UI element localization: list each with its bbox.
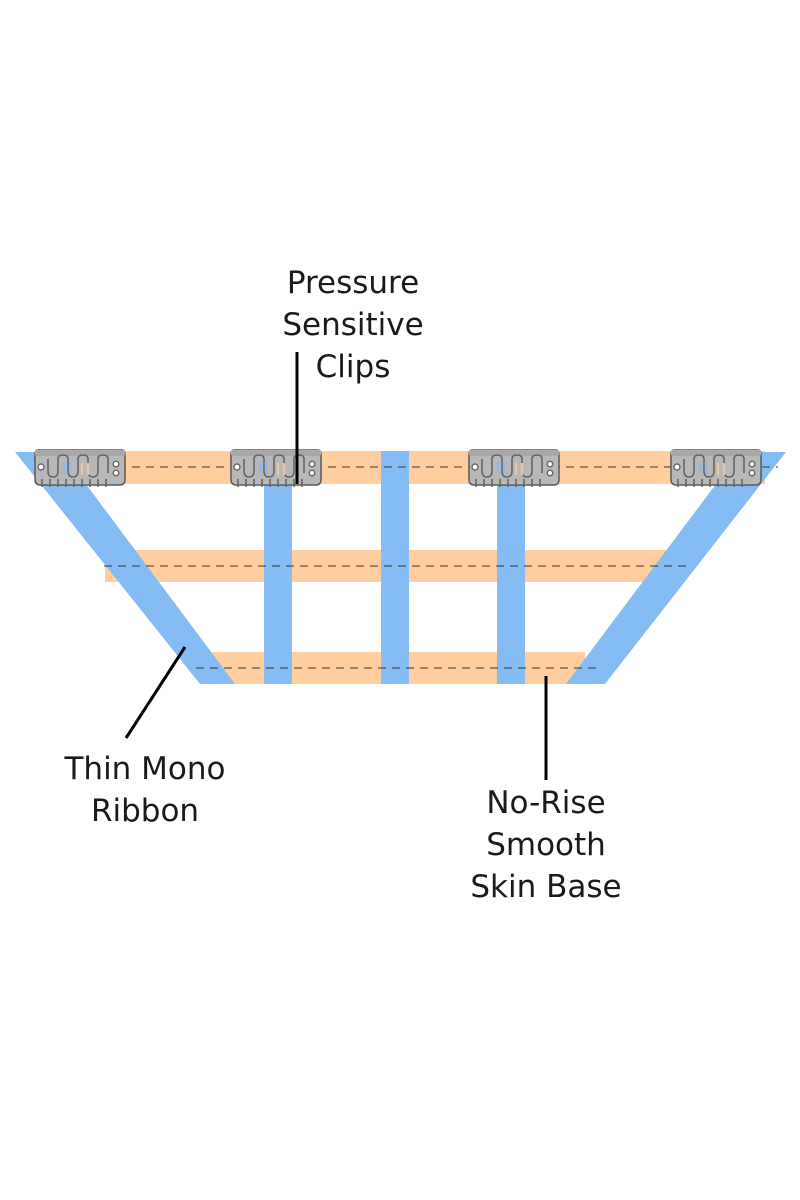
snap-clip-icon xyxy=(229,448,323,489)
ribbon-bar-2 xyxy=(381,451,409,684)
snap-clip-icon xyxy=(467,448,561,489)
ribbon-bar-3 xyxy=(497,485,525,684)
stitch-lines xyxy=(48,466,778,669)
label-base-line-2: Smooth xyxy=(486,827,606,863)
label-clips-line-2: Sensitive xyxy=(282,307,423,343)
label-base-line-1: No-Rise xyxy=(486,785,605,821)
label-ribbon-line-1: Thin Mono xyxy=(63,751,225,787)
label-base-line-3: Skin Base xyxy=(470,869,621,905)
snap-clip-icon xyxy=(669,448,763,489)
callout-clips: Pressure Sensitive Clips xyxy=(282,265,423,385)
snap-clip-icon xyxy=(33,448,127,489)
ribbon-left-edge xyxy=(15,452,235,684)
ribbon-right-edge xyxy=(566,452,786,684)
label-clips-line-1: Pressure xyxy=(287,265,419,301)
label-ribbon-line-2: Ribbon xyxy=(91,793,199,829)
label-clips-line-3: Clips xyxy=(316,349,391,385)
callout-ribbon: Thin Mono Ribbon xyxy=(63,751,225,829)
leader-lines xyxy=(124,352,548,780)
callout-base: No-Rise Smooth Skin Base xyxy=(470,785,621,905)
leader-ribbon xyxy=(124,646,187,739)
mono-ribbon xyxy=(15,451,786,684)
ribbon-bar-1 xyxy=(264,485,292,684)
